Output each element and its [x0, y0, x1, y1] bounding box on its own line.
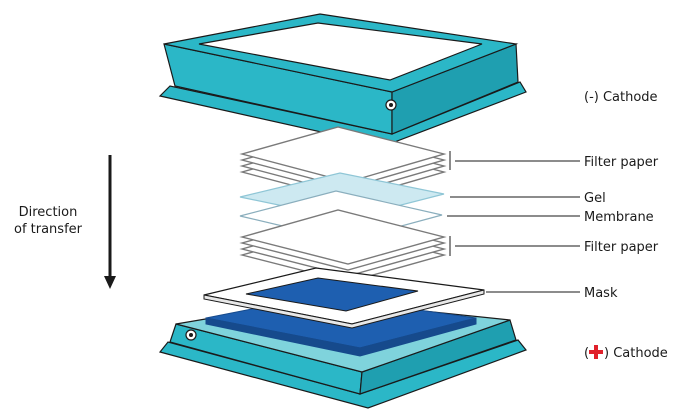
gel-label: Gel: [584, 191, 606, 206]
bottom-cassette-flange: [158, 339, 527, 409]
top-cassette: [158, 13, 527, 147]
filter-paper-stack-bottom: [239, 209, 447, 283]
anode-plate-edge: [205, 317, 477, 357]
filter-paper-stack-top: [239, 126, 447, 201]
membrane-label: Membrane: [584, 210, 654, 225]
cathode-bottom-label-suffix: ) Cathode: [604, 346, 668, 361]
filter-paper-top-label: Filter paper: [584, 155, 659, 170]
direction-label-line1: Direction: [19, 205, 78, 220]
cathode-top-label: (-) Cathode: [584, 90, 658, 105]
mask-window: [245, 277, 419, 312]
filter-paper-sheet: [239, 126, 447, 183]
direction-label-line2: of transfer: [14, 222, 83, 237]
filter-paper-bottom-label: Filter paper: [584, 240, 659, 255]
direction-arrow-icon: [104, 155, 116, 289]
mask-label: Mask: [584, 286, 618, 301]
filter-paper-sheet: [239, 209, 447, 265]
cathode-bottom-label-prefix: (: [584, 346, 589, 361]
top-cassette-window: [198, 22, 483, 81]
leader-lines: [447, 151, 580, 293]
plus-icon: [589, 345, 603, 359]
mask-frame: [203, 267, 485, 329]
